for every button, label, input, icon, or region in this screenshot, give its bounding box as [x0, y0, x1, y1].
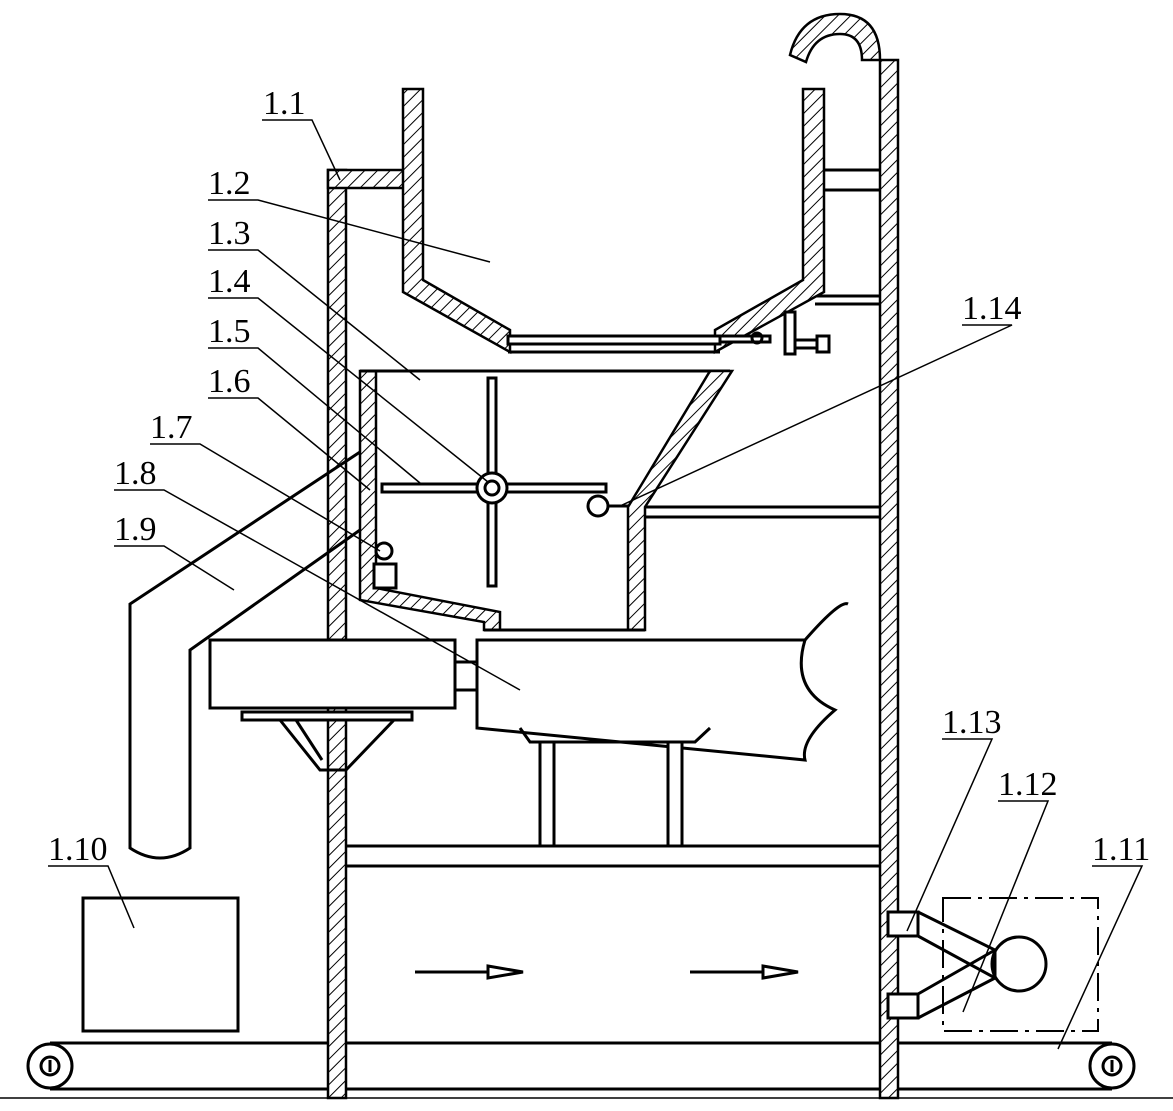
label-1-11: 1.11 [1092, 831, 1150, 868]
label-1-13: 1.13 [942, 704, 1002, 741]
stirrer [380, 376, 608, 588]
level-sensor-left [372, 541, 398, 590]
label-1-1: 1.1 [263, 85, 306, 122]
level-sensor-right [586, 494, 628, 518]
gripper-unit [886, 897, 1099, 1032]
mixing-box [358, 369, 735, 632]
conveyor-belt [0, 1041, 1173, 1099]
leader-lines [48, 119, 1144, 1050]
discharge-chute [128, 450, 361, 860]
package-box [81, 896, 240, 1033]
label-1-2: 1.2 [208, 165, 251, 202]
label-1-4: 1.4 [208, 263, 251, 300]
label-1-7: 1.7 [150, 409, 193, 446]
part-labels: 1.1 1.2 1.3 1.4 1.5 1.6 1.7 1.8 1.9 1.10… [48, 85, 1150, 868]
label-1-5: 1.5 [208, 313, 251, 350]
label-1-6: 1.6 [208, 363, 251, 400]
main-frame [326, 12, 900, 1100]
label-1-14: 1.14 [962, 290, 1022, 327]
label-1-12: 1.12 [998, 766, 1058, 803]
label-1-8: 1.8 [114, 455, 157, 492]
label-1-9: 1.9 [114, 511, 157, 548]
label-1-10: 1.10 [48, 831, 108, 868]
screw-conveyor [208, 602, 849, 848]
flow-arrows [415, 964, 799, 980]
top-hopper [401, 87, 831, 356]
label-1-3: 1.3 [208, 215, 251, 252]
